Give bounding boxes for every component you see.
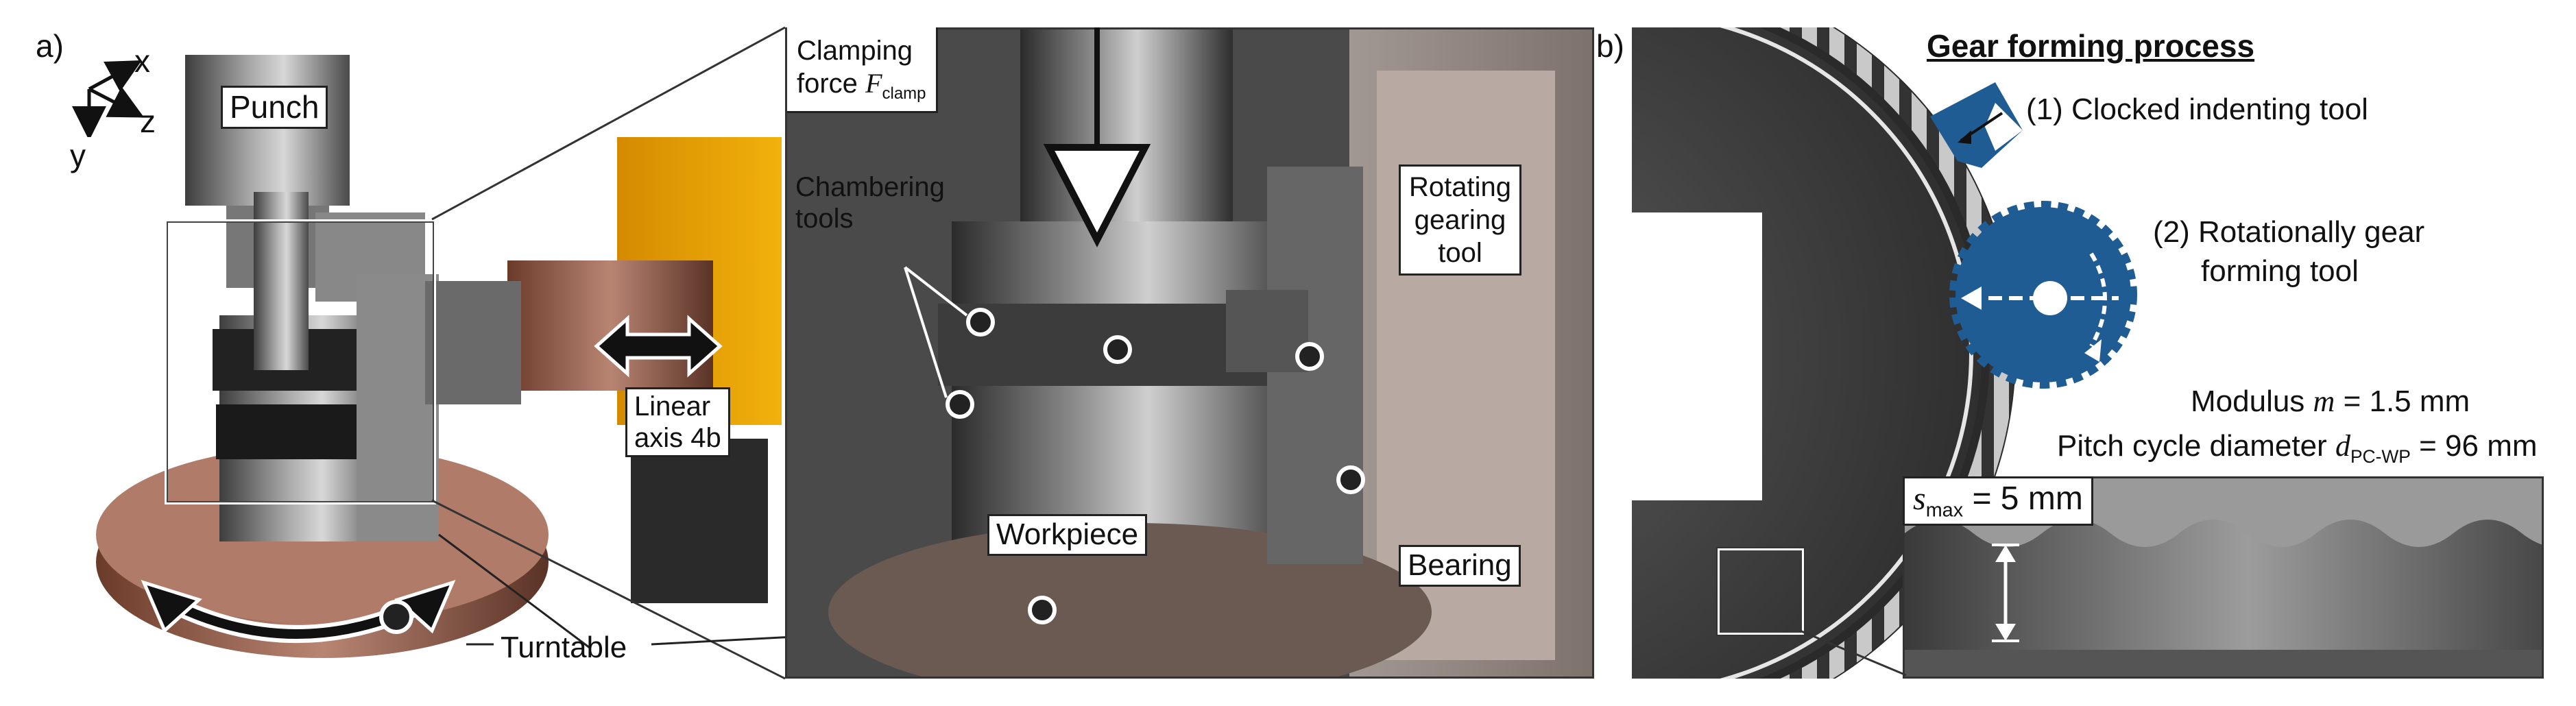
modulus-text: Modulus m = 1.5 mm bbox=[2191, 384, 2470, 419]
modulus-value: = 1.5 mm bbox=[2343, 385, 2470, 418]
pitch-subscript: PC-WP bbox=[2350, 446, 2411, 467]
axis-x-label: x bbox=[134, 43, 150, 79]
bearing-dot bbox=[1336, 465, 1365, 494]
linear-axis-arrow-icon bbox=[594, 315, 723, 378]
turntable-label: Turntable bbox=[501, 631, 627, 664]
chambering-dot-upper bbox=[966, 308, 995, 337]
pitch-value: = 96 mm bbox=[2419, 429, 2538, 463]
indenting-tool-icon bbox=[1930, 82, 2023, 168]
clamping-force-arrow-icon bbox=[1043, 27, 1151, 247]
gearing-tool-dot bbox=[1295, 342, 1324, 371]
pitch-diameter-text: Pitch cycle diameter dPC-WP = 96 mm bbox=[2057, 428, 2538, 467]
gear-detail-frame bbox=[1718, 548, 1804, 635]
smax-value: = 5 mm bbox=[1972, 480, 2083, 517]
workpiece-label: Workpiece bbox=[987, 514, 1148, 556]
coordinate-axes-icon bbox=[72, 60, 145, 137]
chambering-dot-lower bbox=[946, 390, 974, 419]
panel-a-label: a) bbox=[36, 28, 64, 64]
smax-subscript: max bbox=[1925, 499, 1964, 522]
clamping-force-line1: Clamping bbox=[797, 36, 913, 66]
linear-axis-label: Linear axis 4b bbox=[625, 387, 730, 457]
force-word: force bbox=[797, 69, 858, 99]
gear-forming-tool-icon bbox=[1949, 201, 2137, 389]
force-subscript: clamp bbox=[882, 84, 926, 103]
modulus-symbol: m bbox=[2313, 385, 2335, 418]
punch-label: Punch bbox=[221, 86, 328, 129]
bearing-label: Bearing bbox=[1399, 545, 1521, 587]
gear-forming-tool-line2: forming tool bbox=[2201, 254, 2359, 289]
modulus-label: Modulus bbox=[2191, 385, 2305, 418]
workpiece-dot-lower bbox=[1028, 596, 1057, 624]
gear-process-title: Gear forming process bbox=[1927, 28, 2255, 64]
pitch-symbol: d bbox=[2335, 429, 2350, 463]
smax-symbol: s bbox=[1913, 480, 1926, 517]
gear-forming-tool-line1: (2) Rotationally gear bbox=[2153, 215, 2425, 249]
force-symbol: F bbox=[865, 68, 882, 99]
chambering-tools-label: Chambering tools bbox=[795, 172, 945, 234]
gear-forming-tool-label: (2) Rotationally gear forming tool bbox=[2153, 212, 2424, 291]
panel-b-label: b) bbox=[1596, 28, 1624, 64]
workpiece-dot-upper bbox=[1103, 335, 1132, 364]
rotating-gearing-tool-label: Rotating gearing tool bbox=[1399, 165, 1521, 276]
axis-y-label: y bbox=[70, 138, 86, 173]
turntable-pointer-dot bbox=[379, 600, 413, 634]
tooth-detail-illustration bbox=[1905, 478, 2542, 677]
smax-dimension-arrow-icon bbox=[1992, 544, 2019, 642]
clamping-force-label: Clamping force Fclamp bbox=[787, 27, 938, 113]
clamping-force-line2: force Fclamp bbox=[797, 67, 926, 104]
axis-z-label: z bbox=[140, 104, 156, 139]
indenting-tool-label: (1) Clocked indenting tool bbox=[2026, 93, 2368, 126]
zoom-frame bbox=[165, 219, 436, 504]
smax-label: smax = 5 mm bbox=[1903, 476, 2093, 526]
pitch-label: Pitch cycle diameter bbox=[2057, 429, 2327, 463]
